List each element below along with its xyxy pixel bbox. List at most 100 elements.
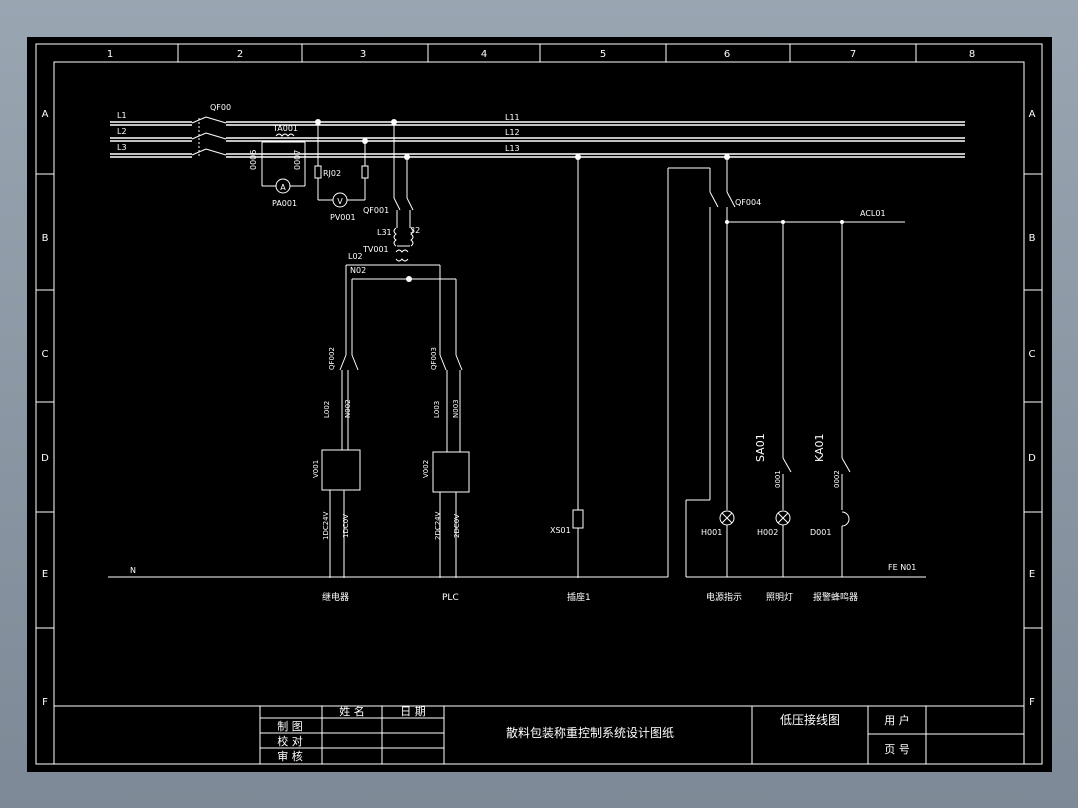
socket-tag: XS01	[550, 526, 571, 535]
relay-labels: QF002 L002 N002 V001 1DC24V 1DC0V 继电器	[312, 347, 352, 603]
drawing-sheet	[27, 37, 1052, 772]
row-letter: A	[1029, 109, 1036, 120]
row-check: 校 对	[277, 734, 303, 748]
wire-label: L003	[433, 401, 441, 418]
transformer-tag: TV001	[362, 245, 389, 254]
control-circuit	[709, 157, 905, 577]
bus-labels: L1 L2 L3 L11 L12 L13 QF00	[117, 103, 520, 153]
wire-label: N002	[344, 399, 352, 418]
bus-label: L12	[505, 128, 520, 137]
wire-label: 1DC0V	[342, 514, 350, 538]
row-letter: B	[42, 233, 49, 244]
col-number: 1	[107, 49, 113, 60]
branch-caption: 插座1	[567, 591, 591, 603]
neutral-labels: N FE N01	[130, 563, 916, 575]
breaker-label: QF00	[210, 103, 231, 112]
wire-number: 0006	[249, 150, 258, 170]
socket-branch	[572, 157, 584, 578]
bus-label: L11	[505, 113, 520, 122]
voltmeter-symbol: V	[337, 197, 343, 206]
row-letter: E	[42, 569, 48, 580]
branch-caption: 电源指示	[706, 591, 742, 603]
voltmeter-tag: PV001	[330, 213, 356, 222]
column-numbers: 1 2 3 4 5 6 7 8	[107, 49, 975, 60]
wire-label: 2DC24V	[434, 511, 442, 540]
wire-label: N003	[452, 399, 460, 418]
psu-tag: V001	[312, 460, 320, 478]
sheet-title: 低压接线图	[780, 712, 840, 727]
wire-label: 0002	[833, 470, 841, 488]
breaker-label: QF003	[430, 347, 438, 370]
control-labels: QF004 ACL01 SA01 KA01 0001 0002 H001 H00…	[701, 198, 886, 603]
col-number: 7	[850, 49, 856, 60]
wire-label: L002	[323, 401, 331, 418]
transformer-labels: QF001 L31 32 TV001 L02 N02	[348, 206, 420, 275]
title-block-grid	[54, 705, 1024, 764]
switch-tag: SA01	[754, 433, 767, 462]
header-name: 姓 名	[339, 704, 365, 718]
row-letter: F	[42, 697, 48, 708]
psu-tag: V002	[422, 460, 430, 478]
plc-branch	[432, 354, 470, 578]
row-letter: E	[1029, 569, 1035, 580]
transformer-feeder	[345, 122, 457, 355]
bus-label: L2	[117, 127, 127, 136]
breaker-label: QF001	[363, 206, 389, 215]
neutral-label: N	[130, 566, 136, 575]
bus-label: L1	[117, 111, 127, 120]
wire-label: 0001	[774, 470, 782, 488]
inner-border	[53, 61, 1025, 765]
branch-caption: 报警蜂鸣器	[813, 591, 858, 603]
wire-label: 1DC24V	[322, 511, 330, 540]
ammeter-tag: PA001	[272, 199, 297, 208]
wire-label: N02	[350, 266, 366, 275]
wire-label: L02	[348, 252, 363, 261]
row-letter: B	[1029, 233, 1036, 244]
col-number: 5	[600, 49, 606, 60]
ct-label: TA001	[272, 124, 298, 133]
neutral-end-label: FE N01	[888, 563, 916, 572]
breaker-label: QF002	[328, 347, 336, 370]
breaker-label: QF004	[735, 198, 761, 207]
row-letters: A B C D E F A B C D E F	[41, 109, 1036, 708]
plc-labels: QF003 L003 N003 V002 2DC24V 2DC0V PLC	[422, 347, 461, 603]
metering-circuit	[261, 122, 369, 208]
buzzer-tag: D001	[810, 528, 831, 537]
fuse-label: RJ02	[323, 169, 341, 178]
col-number: 4	[481, 49, 487, 60]
relay-branch	[321, 354, 361, 578]
col-number: 8	[969, 49, 975, 60]
header-date: 日 期	[400, 705, 426, 718]
col-number: 6	[724, 49, 730, 60]
row-review: 审 核	[277, 749, 303, 763]
row-letter: D	[1028, 453, 1036, 464]
lamp-tag: H002	[757, 528, 778, 537]
switch-tag: KA01	[813, 433, 826, 462]
row-letter: D	[41, 453, 49, 464]
wire-number: 0007	[293, 150, 302, 170]
branch-caption: 照明灯	[766, 592, 793, 603]
row-letter: F	[1029, 697, 1035, 708]
wire-label: 2DC0V	[453, 514, 461, 538]
project-title: 散料包装称重控制系统设计图纸	[506, 725, 674, 740]
main-breaker	[191, 116, 227, 156]
row-letter: C	[1029, 349, 1036, 360]
bus-label: ACL01	[860, 209, 886, 218]
busbars	[110, 121, 965, 158]
zone-ticks	[36, 44, 1042, 629]
row-letter: C	[42, 349, 49, 360]
col-number: 3	[360, 49, 366, 60]
col-number: 2	[237, 49, 243, 60]
bus-label: L13	[505, 144, 520, 153]
row-draw: 制 图	[277, 720, 303, 733]
page-label: 页 号	[884, 743, 910, 756]
wire-label: 32	[410, 226, 420, 235]
title-block-text: 姓 名 日 期 制 图 校 对 审 核 散料包装称重控制系统设计图纸 低压接线图…	[277, 704, 910, 763]
branch-caption: PLC	[442, 593, 459, 603]
ammeter-symbol: A	[280, 183, 286, 192]
row-letter: A	[42, 109, 49, 120]
user-label: 用 户	[884, 713, 910, 727]
branch-caption: 继电器	[322, 591, 349, 603]
